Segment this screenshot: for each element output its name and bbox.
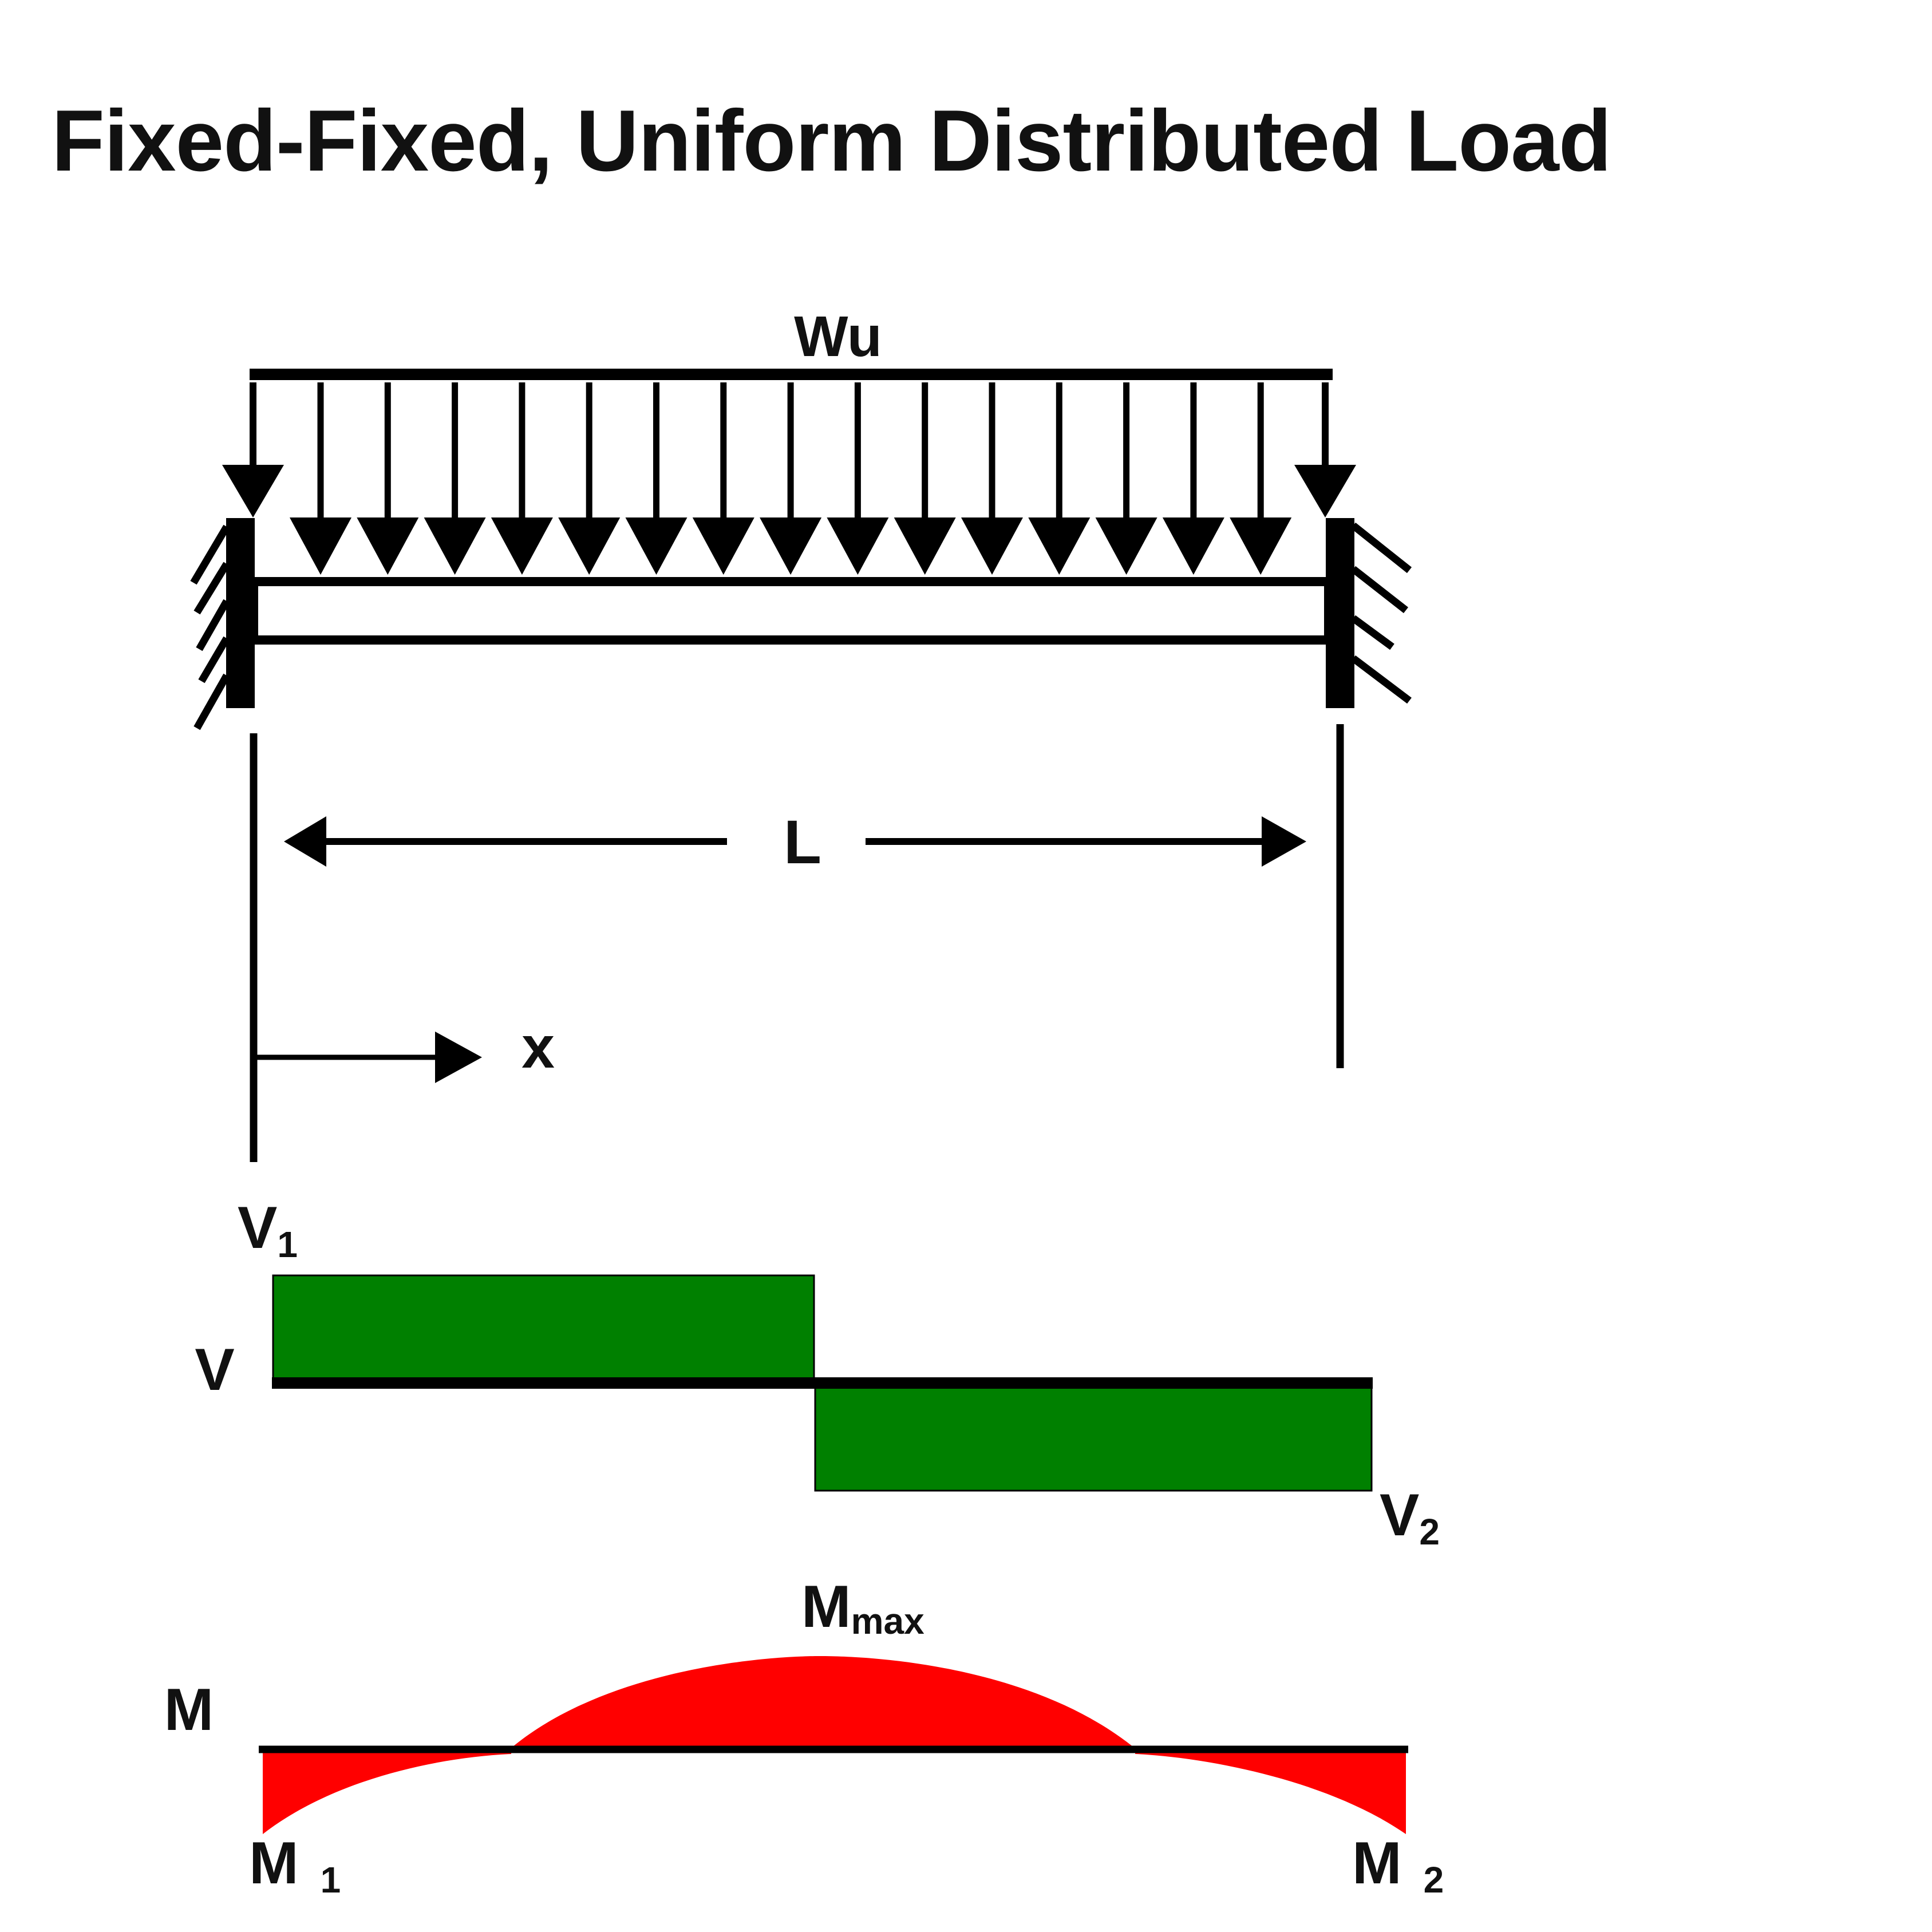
shear-positive-region: [272, 1274, 815, 1384]
m2-subscript: 2: [1424, 1859, 1444, 1901]
right-hatch: [1351, 655, 1412, 704]
page-title: Fixed-Fixed, Uniform Distributed Load: [52, 92, 1611, 189]
load-arrow-head: [1162, 517, 1224, 575]
left-hatch: [193, 673, 230, 730]
load-arrow-head: [760, 517, 822, 575]
moment-negative-left-region: [263, 1749, 511, 1834]
load-arrow-head: [1230, 517, 1292, 575]
span-label: L: [784, 807, 821, 876]
right-hatch: [1350, 566, 1409, 614]
moment-axis-label: M: [164, 1677, 214, 1743]
load-arrow-head: [290, 517, 351, 575]
load-label: Wu: [794, 305, 882, 369]
left-hatch: [193, 562, 230, 615]
left-support-wall: [226, 518, 255, 708]
v1-text: V: [238, 1195, 277, 1261]
left-hatch: [196, 599, 230, 651]
load-arrow-head: [827, 517, 889, 575]
mmax-text: M: [801, 1574, 851, 1640]
shear-negative-region: [814, 1382, 1373, 1492]
load-arrow-head: [1028, 517, 1091, 575]
v1-label: V1: [238, 1195, 298, 1265]
load-arrow-head: [1095, 517, 1157, 575]
distributed-load: Wu: [222, 305, 1356, 575]
shear-axis-label: V: [195, 1337, 234, 1403]
m2-text: M: [1352, 1830, 1402, 1897]
beam-body: [249, 577, 1333, 645]
right-fixed-support: [1326, 518, 1412, 708]
load-arrow-head: [692, 517, 754, 575]
x-coordinate-arrow: x: [256, 1014, 555, 1083]
m1-text: M: [249, 1830, 299, 1897]
load-arrow-head: [424, 517, 486, 575]
v2-label: V2: [1380, 1482, 1440, 1552]
shear-diagram: V V1 V2: [195, 1195, 1440, 1552]
left-hatch: [198, 636, 230, 683]
v2-subscript: 2: [1419, 1511, 1440, 1552]
moment-negative-right-region: [1135, 1749, 1406, 1834]
load-arrow-head: [222, 465, 284, 517]
load-arrow-head: [961, 517, 1023, 575]
moment-positive-region: [509, 1656, 1136, 1749]
load-arrow-head: [357, 517, 419, 575]
beam: [249, 577, 1333, 645]
span-dimension: L: [250, 724, 1344, 1162]
right-hatch: [1350, 522, 1412, 574]
mmax-subscript: max: [851, 1601, 925, 1642]
x-arrow-head: [435, 1032, 482, 1083]
v1-subscript: 1: [277, 1224, 298, 1265]
v2-text: V: [1380, 1482, 1419, 1548]
mmax-label: Mmax: [801, 1574, 924, 1642]
left-fixed-support: [190, 518, 255, 730]
load-arrow-head: [558, 517, 621, 575]
load-arrow-head: [894, 517, 956, 575]
shear-axis-text: V: [195, 1337, 234, 1403]
right-hatch: [1351, 615, 1394, 650]
load-arrows: [222, 382, 1356, 575]
load-arrow-head: [491, 517, 553, 575]
left-hatch: [190, 524, 230, 585]
m1-subscript: 1: [321, 1859, 341, 1901]
moment-axis-text: M: [164, 1677, 214, 1743]
span-arrow-left-head: [284, 816, 326, 867]
right-support-wall: [1326, 518, 1354, 708]
x-label: x: [521, 1014, 555, 1081]
load-arrow-head: [1294, 465, 1356, 517]
load-arrow-head: [625, 517, 688, 575]
span-arrow-right-head: [1262, 816, 1306, 867]
